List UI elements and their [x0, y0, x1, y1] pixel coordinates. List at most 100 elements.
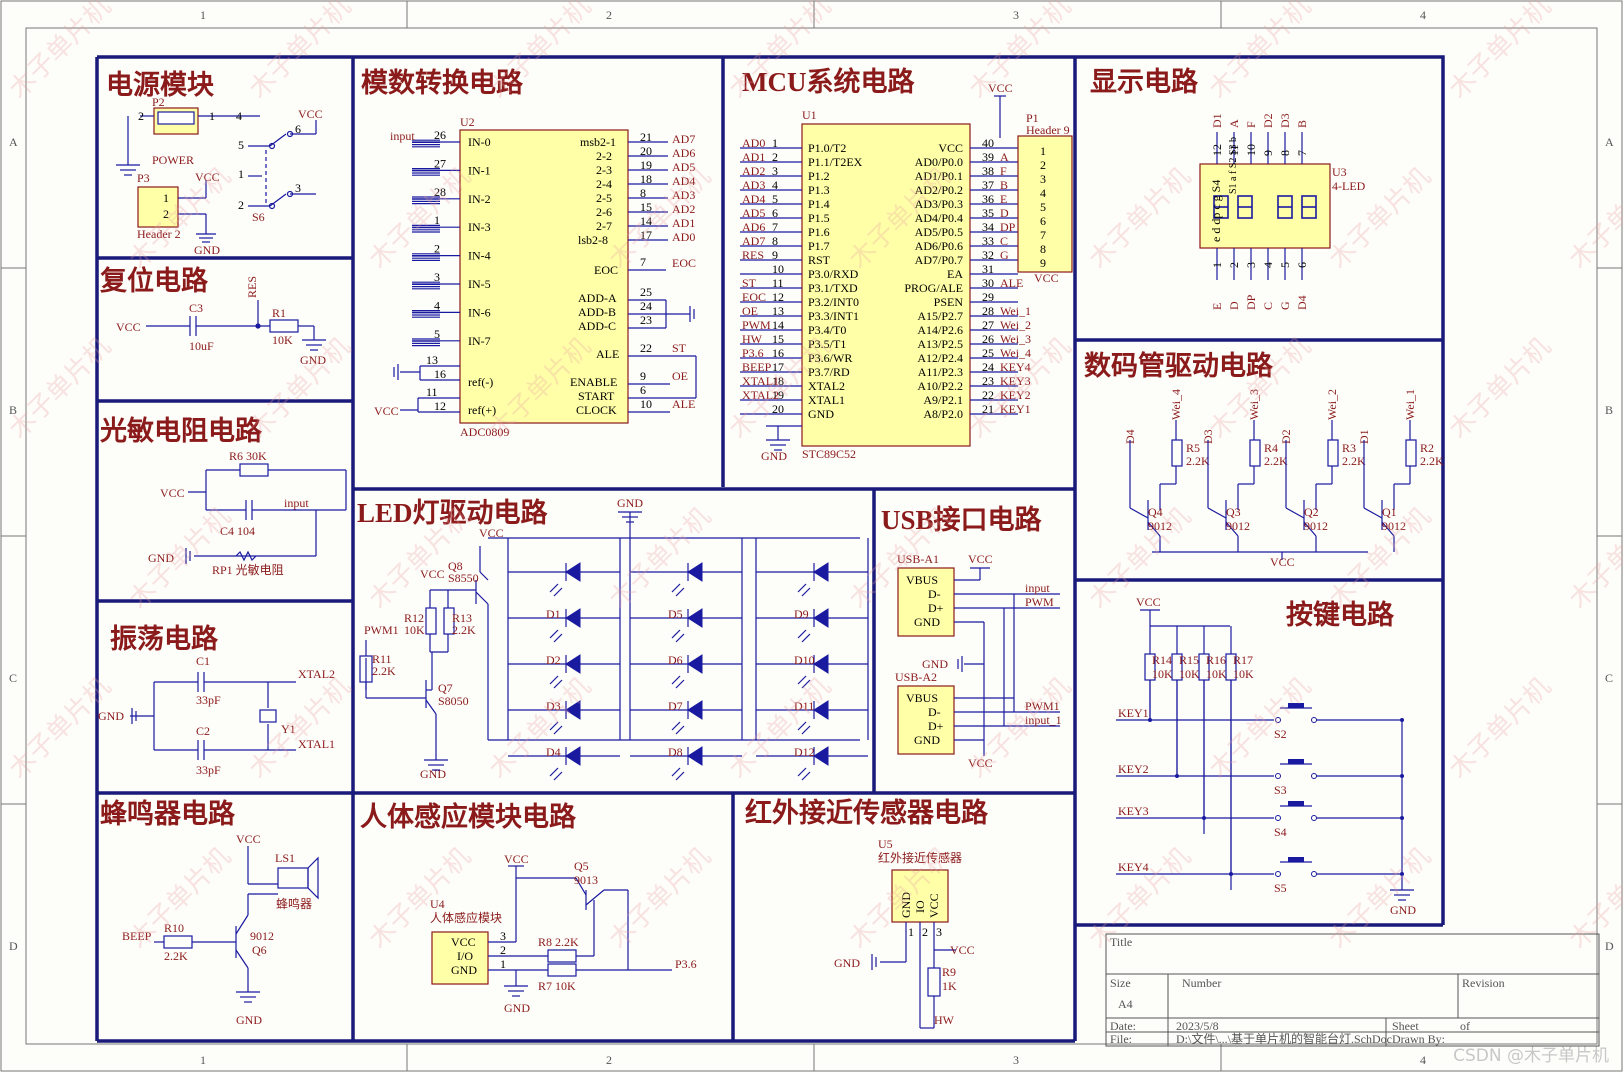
usb-circuit: [897, 567, 1060, 756]
display-seg-bottom: e d dp c g S4: [1209, 180, 1223, 242]
photo-input-label: input: [284, 496, 309, 510]
reset-r1-value: 10K: [272, 333, 293, 347]
usb-vcc-label: VCC: [968, 552, 993, 566]
keys-key-label: KEY1: [1118, 706, 1149, 720]
mcu-right-net: Wei_1: [1000, 304, 1031, 318]
mcu-left-pin: P3.3/INT1: [808, 309, 859, 323]
svg-text:10: 10: [640, 397, 652, 411]
mcu-right-pin: PSEN: [934, 295, 964, 309]
adc-adda-pin: ADD-A: [578, 291, 617, 305]
mcu-left-num: 8: [772, 234, 778, 248]
mcu-right-num: 39: [982, 150, 994, 164]
mcu-left-num: 10: [772, 262, 784, 276]
adc-in-pin: IN-5: [468, 277, 491, 291]
csdn-watermark: CSDN @木子单片机: [1453, 1046, 1609, 1066]
led-diode-label: D11: [794, 699, 814, 713]
mcu-right-num: 21: [982, 402, 994, 416]
mcu-left-net: AD5: [742, 206, 765, 220]
buzzer-q-label: 9012: [250, 929, 274, 943]
mcu-right-num: 35: [982, 206, 994, 220]
osc-c2-label: C2: [196, 724, 210, 738]
adc-start-pin: START: [578, 389, 615, 403]
usb-a2-dp: D+: [928, 719, 944, 733]
led-r13-value: 2.2K: [452, 623, 476, 637]
display-bot-net: C: [1261, 302, 1275, 310]
mcu-p1-num: 6: [1040, 214, 1046, 228]
led-diode-label: D2: [546, 653, 561, 667]
seg-d-label: D2: [1279, 429, 1293, 444]
section-title-power: 电源模块: [106, 70, 215, 100]
osc-y1-label: Y1: [281, 722, 296, 736]
mcu-circuit: [740, 95, 1073, 451]
display-top-num: 9: [1261, 150, 1275, 156]
mcu-right-num: 29: [982, 290, 994, 304]
led-diode-label: D10: [794, 653, 815, 667]
pir-p36-label: P3.6: [675, 957, 697, 971]
display-bot-num: 1: [1210, 262, 1224, 268]
adc-out-net: AD7: [672, 132, 695, 146]
mcu-right-pin: AD7/P0.7: [915, 253, 963, 267]
adc-in-pin: IN-6: [468, 305, 491, 319]
mcu-left-pin: P3.7/RD: [808, 365, 850, 379]
tb-size-value: A4: [1118, 997, 1133, 1011]
svg-text:4: 4: [236, 109, 242, 123]
display-bot-net: DP: [1244, 294, 1258, 310]
tb-file-value: D:\文件\...\基于单片机的智能台灯.SchDoc: [1176, 1031, 1392, 1046]
tb-size: Size: [1110, 976, 1131, 990]
led-diode-label: D4: [546, 745, 561, 759]
col-marker: 1: [200, 8, 206, 22]
usb-a1-vbus: VBUS: [906, 573, 938, 587]
mcu-right-pin: A15/P2.7: [917, 309, 963, 323]
mcu-right-pin: AD3/P0.3: [915, 197, 963, 211]
reset-c3-label: C3: [189, 301, 203, 315]
keys-vcc-label: VCC: [1136, 595, 1161, 609]
tb-sheet: Sheet: [1392, 1019, 1419, 1033]
seg-q-value: 9012: [1226, 519, 1250, 533]
pir-u4-label: U4: [430, 897, 445, 911]
title-block: [1105, 933, 1600, 1047]
adc-out-net: AD2: [672, 202, 695, 216]
usb-gnd-label: GND: [922, 657, 948, 671]
pir-pin-vcc: VCC: [451, 935, 476, 949]
section-title-buzzer: 蜂鸣器电路: [100, 798, 236, 829]
section-title-reset: 复位电路: [100, 265, 209, 296]
adc-in-pin: IN-0: [468, 135, 491, 149]
led-diode-label: D12: [794, 745, 815, 759]
mcu-left-net: XTAL1: [742, 374, 779, 388]
mcu-right-pin: A12/P2.4: [917, 351, 963, 365]
svg-text:11: 11: [426, 385, 438, 399]
keys-r-value: 10K: [1179, 667, 1200, 681]
adc-u2-label: U2: [460, 115, 475, 129]
mcu-right-num: 25: [982, 346, 994, 360]
mcu-left-net: AD6: [742, 220, 765, 234]
display-top-num: 8: [1278, 150, 1292, 156]
mcu-p1-num: 2: [1040, 158, 1046, 172]
mcu-right-pin: AD4/P0.4: [915, 211, 963, 225]
seg-q-value: 9012: [1382, 519, 1406, 533]
mcu-left-net: P3.6: [742, 346, 764, 360]
display-top-num: 7: [1295, 150, 1309, 156]
keys-key-label: KEY3: [1118, 804, 1149, 818]
section-title-photo: 光敏电阻电路: [99, 415, 263, 446]
mcu-right-net: KEY2: [1000, 388, 1031, 402]
led-pwm1-label: PWM1: [364, 623, 399, 637]
mcu-p1-num: 8: [1040, 242, 1046, 256]
seg-r-value: 2.2K: [1420, 454, 1444, 468]
led-gnd-label: GND: [617, 496, 643, 510]
mcu-u1-label: U1: [802, 108, 817, 122]
tb-title: Title: [1110, 935, 1132, 949]
adc-part-label: ADC0809: [460, 425, 509, 439]
mcu-right-num: 24: [982, 360, 994, 374]
col-marker: 3: [1013, 8, 1019, 22]
row-marker: B: [1605, 403, 1613, 417]
buzzer-name-label: 蜂鸣器: [276, 896, 312, 911]
mcu-right-net: B: [1000, 178, 1008, 192]
mcu-left-net: XTAL2: [742, 388, 779, 402]
adc-addb-pin: ADD-B: [578, 305, 616, 319]
col-marker: 4: [1420, 1053, 1426, 1067]
mcu-left-pin: P1.2: [808, 169, 830, 183]
ir-pin-vcc: VCC: [927, 893, 941, 918]
keys-r-value: 10K: [1206, 667, 1227, 681]
mcu-right-pin: A8/P2.0: [923, 407, 963, 421]
mcu-left-pin: P1.3: [808, 183, 830, 197]
